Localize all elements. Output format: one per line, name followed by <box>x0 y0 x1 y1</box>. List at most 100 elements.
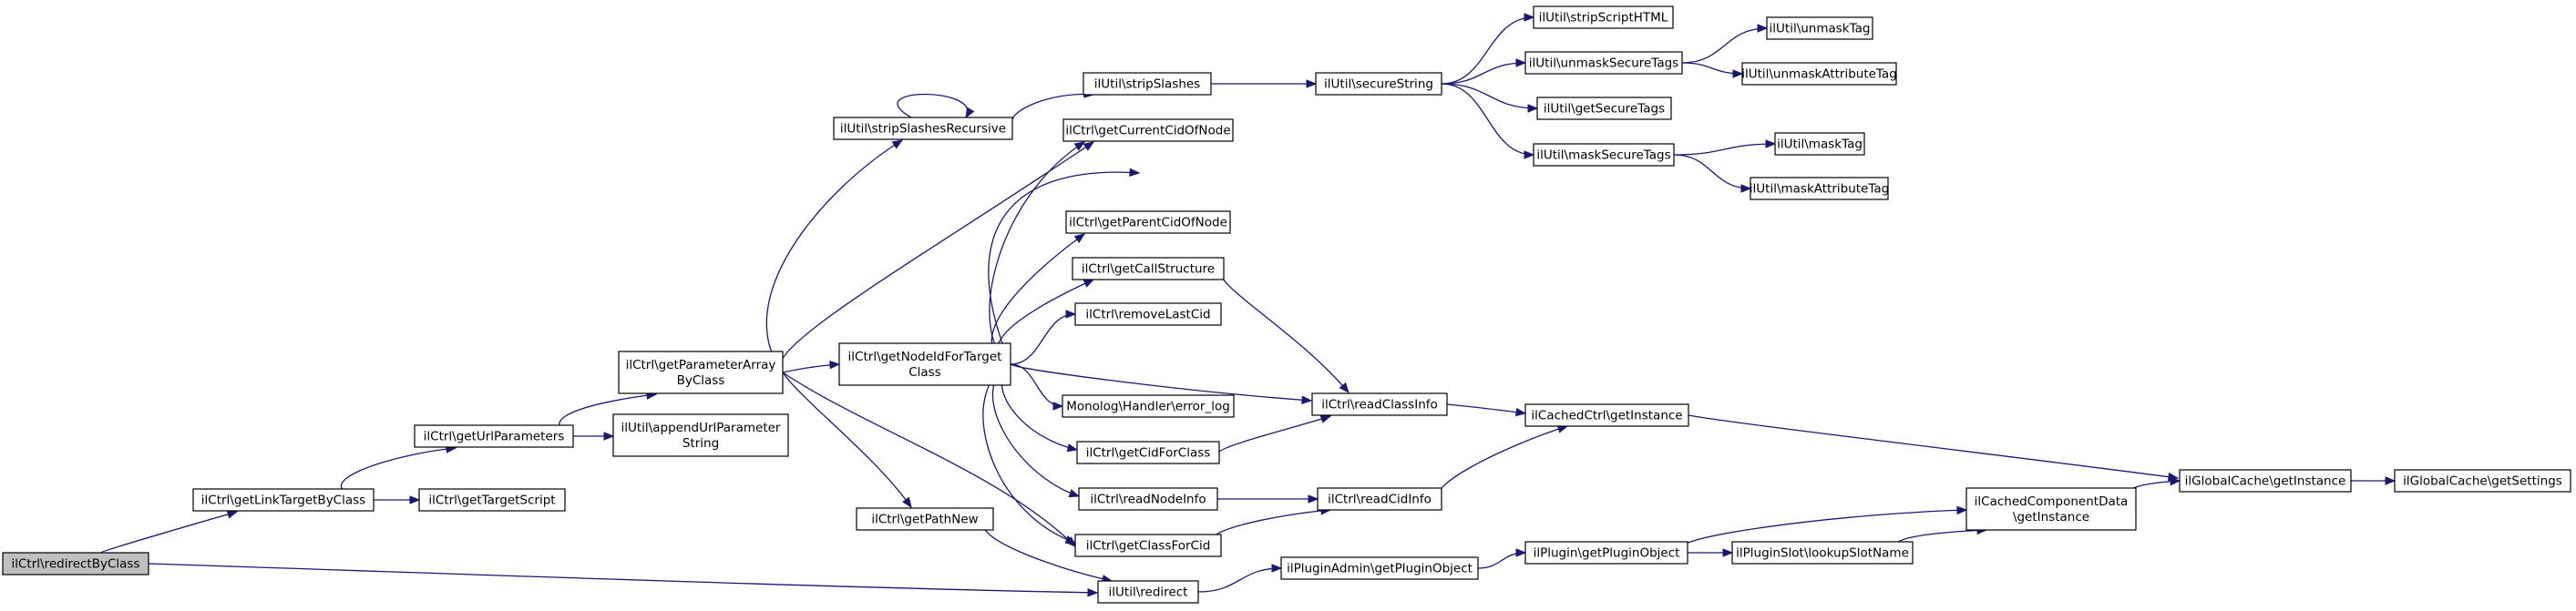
node-lookup-slot-name[interactable]: ilPluginSlot\lookupSlotName <box>1731 541 1914 565</box>
node-box <box>1074 302 1222 326</box>
node-cached-ctrl-get-instance[interactable]: ilCachedCtrl\getInstance <box>1524 403 1689 427</box>
node-label: ilCtrl\redirectByClass <box>12 557 140 572</box>
edge-read-class-info-to-cached-ctrl-get-instance <box>1446 403 1527 417</box>
edge-get-node-id-for-target-class-to-error-log <box>1010 363 1064 411</box>
node-label: ilUtil\unmaskTag <box>1770 22 1871 36</box>
node-plugin-get-plugin-object[interactable]: ilPlugin\getPluginObject <box>1524 541 1688 565</box>
node-read-cid-info[interactable]: ilCtrl\readCidInfo <box>1317 487 1442 511</box>
node-box <box>1280 556 1479 580</box>
node-box <box>856 507 994 531</box>
node-get-current-cid-of-node[interactable]: ilCtrl\getCurrentCidOfNode <box>1062 118 1234 142</box>
node-strip-script-html[interactable]: ilUtil\stripScriptHTML <box>1533 5 1674 29</box>
edge-line <box>765 139 903 373</box>
node-get-cid-for-class[interactable]: ilCtrl\getCidForClass <box>1076 441 1220 464</box>
node-get-plugin-object[interactable]: ilPluginAdmin\getPluginObject <box>1280 556 1479 580</box>
arrowhead <box>603 432 615 441</box>
edge-secure-string-to-strip-script-html <box>1441 13 1535 85</box>
node-unmask-secure-tags[interactable]: ilUtil\unmaskSecureTags <box>1524 51 1683 75</box>
edge-line <box>1441 83 1534 156</box>
node-label: ilUtil\maskSecureTags <box>1536 148 1670 163</box>
edge-redirect-to-get-plugin-object <box>1197 564 1283 593</box>
node-unmask-tag[interactable]: ilUtil\unmaskTag <box>1766 16 1873 40</box>
node-label: ilUtil\secureString <box>1324 77 1433 92</box>
edge-get-url-parameters-to-append-url-parameter-string <box>572 432 615 441</box>
node-mask-tag[interactable]: ilUtil\maskTag <box>1774 132 1865 156</box>
edge-get-call-structure-to-read-class-info <box>1220 268 1350 394</box>
node-get-path-new[interactable]: ilCtrl\getPathNew <box>856 507 994 531</box>
node-box <box>418 488 566 512</box>
node-label: ilPluginSlot\lookupSlotName <box>1736 546 1909 561</box>
node-error-log[interactable]: Monolog\Handler\error_log <box>1062 394 1235 418</box>
node-remove-last-cid[interactable]: ilCtrl\removeLastCid <box>1074 302 1222 326</box>
node-mask-secure-tags[interactable]: ilUtil\maskSecureTags <box>1533 143 1675 167</box>
edge-line <box>1197 567 1282 593</box>
arrowhead <box>2385 476 2396 485</box>
node-box <box>838 342 1011 386</box>
edge-line <box>1446 403 1526 414</box>
node-label: ilUtil\stripSlashes <box>1094 77 1200 92</box>
node-secure-string[interactable]: ilUtil\secureString <box>1315 72 1442 96</box>
arrowhead <box>409 495 421 504</box>
node-get-secure-tags[interactable]: ilUtil\getSecureTags <box>1536 97 1672 120</box>
call-nodes: ilCtrl\redirectByClass ilCtrl\getLinkTarg… <box>2 5 2571 604</box>
node-label: ilCtrl\getPathNew <box>871 513 978 527</box>
node-box <box>1965 487 2137 531</box>
node-box <box>1062 118 1234 142</box>
node-label: ilUtil\stripSlashesRecursive <box>840 122 1006 137</box>
node-box <box>1072 257 1225 280</box>
node-mask-attribute-tag[interactable]: ilUtil\maskAttributeTag <box>1750 177 1889 200</box>
edge-strip-slashes-recursive-to-strip-slashes-recursive <box>897 93 975 119</box>
node-label: ilUtil\unmaskSecureTags <box>1529 56 1678 71</box>
node-cached-component-data-get-instance[interactable]: ilCachedComponentData\getInstance <box>1965 487 2137 531</box>
node-box <box>1524 51 1683 75</box>
node-get-class-for-cid[interactable]: ilCtrl\getClassForCid <box>1074 534 1222 557</box>
node-read-node-info[interactable]: ilCtrl\readNodeInfo <box>1078 487 1218 511</box>
node-get-link-target-by-class[interactable]: ilCtrl\getLinkTargetByClass <box>192 488 375 512</box>
node-get-settings[interactable]: ilGlobalCache\getSettings <box>2394 469 2571 493</box>
arrowhead <box>1732 69 1744 78</box>
edge-get-parameter-array-by-class-to-get-node-id-for-target-class <box>782 360 841 373</box>
edge-unmask-secure-tags-to-unmask-attribute-tag <box>1681 62 1744 78</box>
node-label: ilCtrl\readCidInfo <box>1328 493 1432 507</box>
edge-get-node-id-for-target-class-to-get-class-for-cid <box>982 363 1077 544</box>
node-strip-slashes-recursive[interactable]: ilUtil\stripSlashesRecursive <box>833 117 1013 140</box>
arrowhead <box>1073 141 1086 151</box>
node-get-call-structure[interactable]: ilCtrl\getCallStructure <box>1072 257 1225 280</box>
node-label: ilCtrl\removeLastCid <box>1085 308 1210 322</box>
node-label: ilGlobalCache\getInstance <box>2185 474 2346 489</box>
node-get-url-parameters[interactable]: ilCtrl\getUrlParameters <box>414 424 574 448</box>
node-global-cache-get-instance[interactable]: ilGlobalCache\getInstance <box>2179 469 2352 493</box>
node-redirect-by-class[interactable]: ilCtrl\redirectByClass <box>2 552 149 575</box>
arrowhead <box>1306 79 1318 88</box>
edge-line <box>1681 27 1768 64</box>
node-get-parent-cid-of-node[interactable]: ilCtrl\getParentCidOfNode <box>1065 210 1231 234</box>
arrowhead <box>1083 141 1095 151</box>
node-redirect[interactable]: ilUtil\redirect <box>1097 580 1199 604</box>
node-label: String <box>682 436 719 451</box>
node-strip-slashes[interactable]: ilUtil\stripSlashes <box>1083 72 1212 96</box>
arrowhead <box>1073 233 1086 243</box>
edge-get-parameter-array-by-class-to-strip-slashes-recursive <box>765 139 904 373</box>
edge-secure-string-to-mask-secure-tags <box>1441 83 1535 159</box>
edge-line <box>1438 425 1568 500</box>
node-read-class-info[interactable]: ilCtrl\readClassInfo <box>1311 392 1448 416</box>
node-label: \getInstance <box>2013 510 2089 524</box>
edge-line <box>1673 143 1776 156</box>
node-box <box>1524 403 1689 427</box>
arrowhead <box>2170 476 2181 486</box>
node-label: ilUtil\stripScriptHTML <box>1539 11 1668 25</box>
node-get-target-script[interactable]: ilCtrl\getTargetScript <box>418 488 566 512</box>
node-box <box>1065 210 1231 234</box>
arrowhead <box>1087 588 1099 597</box>
node-unmask-attribute-tag[interactable]: ilUtil\unmaskAttributeTag <box>1741 62 1897 86</box>
edge-line <box>1688 414 2179 479</box>
node-label: Class <box>908 365 941 380</box>
node-box <box>1317 487 1442 511</box>
node-label: ilGlobalCache\getSettings <box>2403 474 2562 489</box>
node-box <box>1536 97 1672 120</box>
node-box <box>1074 534 1222 557</box>
edge-get-parameter-array-by-class-to-get-current-cid-of-node <box>779 141 1095 373</box>
